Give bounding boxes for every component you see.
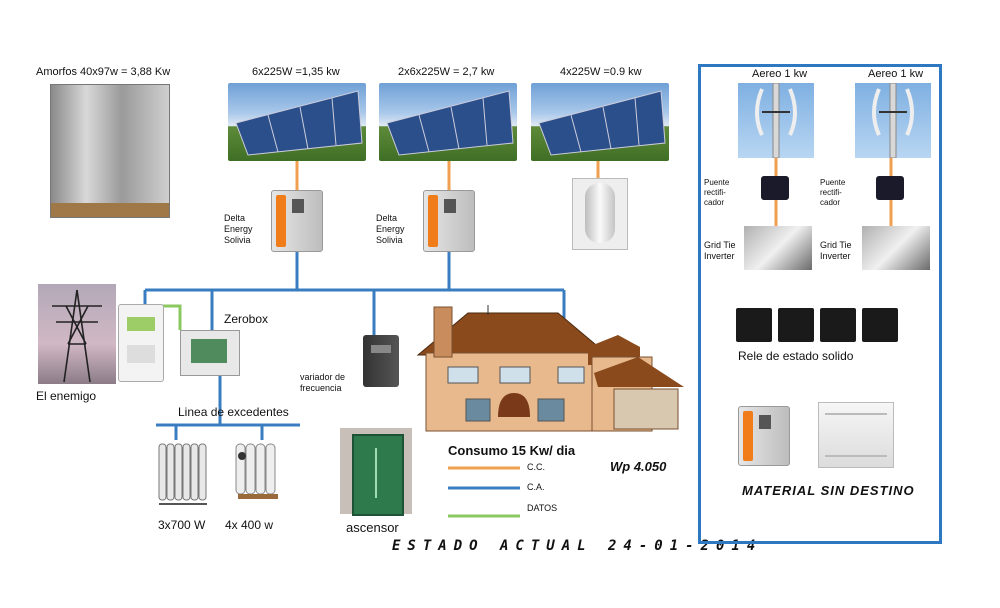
amorfos-pallet-image (50, 84, 170, 218)
grid-tie-inverter-2 (862, 226, 930, 270)
ssr-relay-3 (820, 308, 856, 342)
power-tower-image (38, 284, 116, 384)
storage-heater-image (818, 402, 894, 468)
ssr-relay-4 (862, 308, 898, 342)
zerobox-image (180, 330, 240, 376)
aereo1-label: Aereo 1 kw (752, 68, 808, 80)
panel2-label: 2x6x225W = 2,7 kw (398, 66, 495, 78)
wp-label: Wp 4.050 (610, 459, 667, 474)
solar-panel-image-3 (531, 83, 669, 161)
ssr-relay-1 (736, 308, 772, 342)
oil-radiator-2 (232, 440, 284, 502)
oil-radiator-1 (155, 440, 211, 508)
radiator2-label: 4x 400 w (225, 518, 274, 532)
bridge-rectifier-2 (876, 176, 904, 200)
wind-turbine-image-1 (738, 82, 814, 159)
excedentes-label: Linea de excedentes (178, 405, 289, 419)
energy-meter-image (118, 304, 164, 382)
legend-ca-label: C.A. (527, 482, 545, 492)
estado-title: ESTADO ACTUAL 24-01-2014 (392, 538, 763, 554)
frequency-drive-image (363, 335, 399, 387)
delta-inverter-1 (271, 190, 323, 252)
material-frame (698, 64, 942, 544)
elevator-image (340, 428, 412, 516)
panel3-label: 4x225W =0.9 kw (560, 66, 642, 78)
house-image (408, 305, 686, 435)
ascensor-label: ascensor (346, 520, 399, 535)
legend-datos-label: DATOS (527, 503, 558, 513)
solar-panel-image-1 (228, 83, 366, 161)
spare-inverter (738, 406, 790, 466)
aereo2-label: Aereo 1 kw (868, 68, 924, 80)
solar-panel-image-2 (379, 83, 517, 161)
amorfos-label: Amorfos 40x97w = 3,88 Kw (36, 66, 171, 78)
datos-wire (160, 304, 182, 330)
bridge-rectifier-1 (761, 176, 789, 200)
consumo-label: Consumo 15 Kw/ dia (448, 443, 576, 458)
water-heater-image (572, 178, 628, 250)
radiator1-label: 3x700 W (158, 518, 206, 532)
wind-turbine-image-2 (855, 82, 931, 159)
ssr-relay-2 (778, 308, 814, 342)
zerobox-label: Zerobox (224, 312, 269, 326)
grid-tie-inverter-1 (744, 226, 812, 270)
enemigo-label: El enemigo (36, 389, 97, 403)
material-label: MATERIAL SIN DESTINO (742, 483, 915, 498)
rele-label: Rele de estado solido (738, 349, 854, 363)
delta-inverter-2 (423, 190, 475, 252)
legend-cc-label: C.C. (527, 462, 545, 472)
panel1-label: 6x225W =1,35 kw (252, 66, 340, 78)
